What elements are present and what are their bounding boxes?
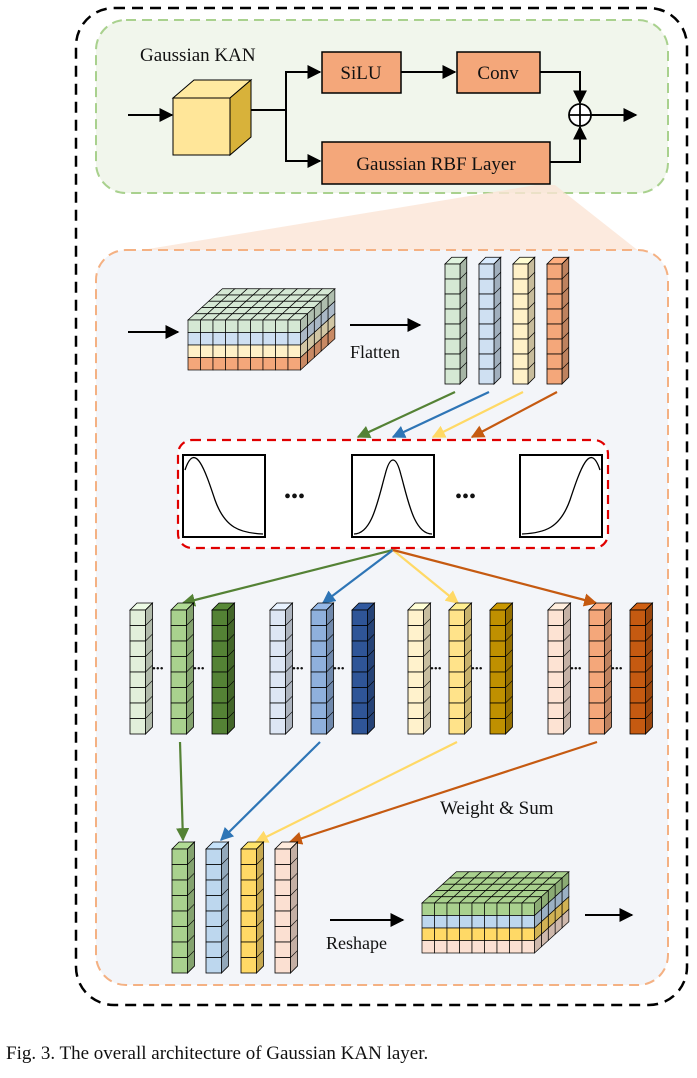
sum-operator-icon: [568, 103, 592, 127]
gaussian-plot-middle: [351, 454, 435, 538]
basis-orange-light: [547, 602, 572, 735]
flat-vector-orange: [546, 256, 570, 385]
weight-sum-label: Weight & Sum: [440, 798, 554, 819]
basis-orange-mid: [588, 602, 613, 735]
basis-yellow-dark: [489, 602, 514, 735]
orange-arrow-to-rbf: [470, 391, 558, 438]
basis-ellipsis-a: •••: [430, 663, 442, 675]
basis-green-dark: [211, 602, 236, 735]
silu-label: SiLU: [340, 63, 381, 84]
basis-green-light: [129, 602, 154, 735]
basis-yellow-mid: [448, 602, 473, 735]
basis-ellipsis-b: •••: [471, 663, 483, 675]
blue-arrow-to-rbf: [391, 391, 490, 438]
sum-vector-orange: [274, 841, 299, 974]
flat-vector-yellow: [512, 256, 536, 385]
gaussian-rbf-label: Gaussian RBF Layer: [356, 154, 516, 175]
basis-orange-dark: [629, 602, 654, 735]
conv-label: Conv: [477, 63, 519, 84]
zoom-connector: [130, 185, 640, 252]
ellipsis-right: •••: [455, 486, 476, 508]
flat-vector-green: [444, 256, 468, 385]
gaussian-plot-right: [519, 454, 603, 538]
branch-line-top: [251, 65, 322, 111]
basis-blue-dark: [351, 602, 376, 735]
basis-ellipsis-a: •••: [570, 663, 582, 675]
basis-ellipsis-a: •••: [292, 663, 304, 675]
output-tensor-block: [421, 870, 570, 954]
bottom-panel: [95, 249, 669, 986]
ellipsis-left: •••: [284, 486, 305, 508]
basis-ellipsis-b: •••: [611, 663, 623, 675]
basis-blue-light: [269, 602, 294, 735]
yellow-arrow-to-rbf: [431, 391, 524, 438]
rbf-to-sum-line: [550, 125, 587, 163]
orange-fanout-arrow: [392, 548, 598, 607]
input-tensor: [187, 287, 336, 371]
green-fanout-arrow: [181, 548, 394, 607]
sum-vector-blue: [205, 841, 230, 974]
basis-ellipsis-b: •••: [193, 663, 205, 675]
basis-green-mid: [170, 602, 195, 735]
summed-vectors: [171, 841, 299, 974]
basis-ellipsis-a: •••: [152, 663, 164, 675]
architecture-diagram: Gaussian KAN SiLU Conv Gaussian RBF Laye…: [74, 6, 689, 1007]
blue-fanout-arrow: [321, 549, 394, 604]
basis-vector-groups: ••• ••• ••• ••• ••• ••• ••• •••: [129, 602, 654, 735]
basis-ellipsis-b: •••: [333, 663, 345, 675]
output-tensor: [421, 870, 570, 954]
basis-yellow-light: [407, 602, 432, 735]
green-arrow-to-rbf: [356, 391, 456, 438]
basis-blue-mid: [310, 602, 335, 735]
outer-dashed-border: [74, 6, 689, 1007]
branch-line-bottom: [285, 110, 322, 168]
orange-weight-arrow: [288, 740, 598, 845]
sum-vector-green: [171, 841, 196, 974]
green-weight-arrow: [176, 741, 190, 842]
blue-weight-arrow: [220, 741, 321, 841]
flatten-label: Flatten: [350, 342, 400, 362]
figure-caption: Fig. 3. The overall architecture of Gaus…: [6, 1043, 429, 1064]
gaussian-kan-title: Gaussian KAN: [140, 45, 256, 66]
yellow-fanout-arrow: [392, 549, 460, 604]
conv-box: [456, 51, 541, 94]
conv-to-sum-line: [540, 71, 587, 105]
yellow-weight-arrow: [254, 741, 458, 843]
sum-vector-yellow: [240, 841, 265, 974]
input-cube: [171, 78, 253, 157]
gaussian-plot-left: [182, 454, 266, 538]
input-tensor-block: [187, 287, 336, 371]
gaussian-rbf-box: [321, 141, 551, 185]
flat-vector-blue: [478, 256, 502, 385]
flattened-vectors: [444, 256, 570, 385]
reshape-label: Reshape: [326, 933, 387, 953]
